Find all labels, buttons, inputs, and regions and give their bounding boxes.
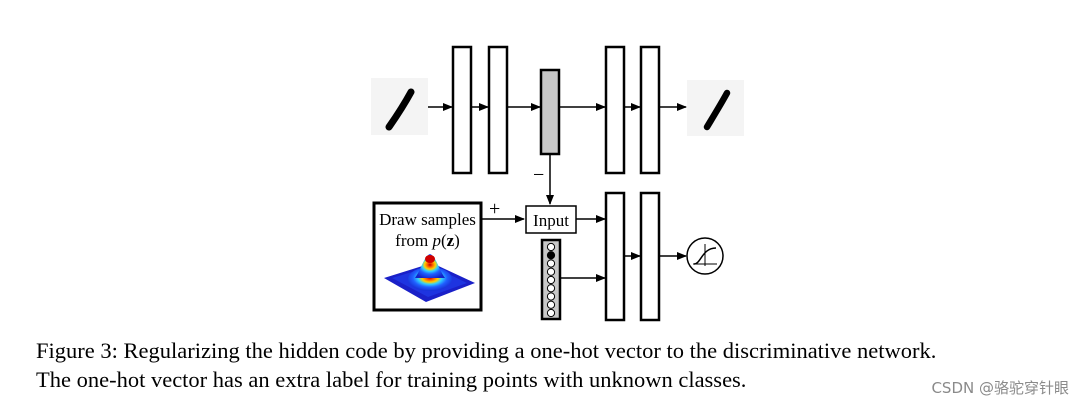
- plus-sign: +: [489, 198, 500, 220]
- decoder-layer-1: [604, 45, 626, 175]
- one-hot-cell: [546, 259, 556, 268]
- sigmoid-icon: [686, 237, 724, 275]
- encoder-layer-1: [451, 45, 473, 175]
- minus-sign: −: [533, 164, 544, 186]
- caption-line-1: Figure 3: Regularizing the hidden code b…: [36, 338, 937, 363]
- one-hot-cell: [546, 292, 556, 301]
- input-digit-image: [371, 78, 428, 135]
- discriminator-layer-2: [639, 191, 661, 322]
- prior-box-line1: Draw samples: [379, 210, 476, 229]
- one-hot-cell: [546, 300, 556, 309]
- one-hot-cell: [546, 267, 556, 276]
- decoder-layer-2: [639, 45, 661, 175]
- prior-box-line2: from p(z): [395, 231, 460, 250]
- one-hot-vector: [540, 238, 562, 321]
- one-hot-cell: [546, 275, 556, 285]
- output-digit-image: [687, 80, 744, 136]
- watermark: CSDN @骆驼穿针眼: [931, 379, 1069, 397]
- gaussian-surface-plot: [384, 254, 475, 302]
- encoder-layer-2: [487, 45, 509, 175]
- one-hot-cell: [546, 308, 556, 318]
- hidden-code-layer: [539, 68, 561, 156]
- figure-caption: Figure 3: Regularizing the hidden code b…: [36, 336, 1081, 394]
- one-hot-cell: [546, 284, 556, 293]
- one-hot-cell: [546, 242, 556, 252]
- prior-sampler-box: Draw samples from p(z): [372, 201, 483, 312]
- one-hot-active-cell: [546, 251, 556, 260]
- caption-line-2: The one-hot vector has an extra label fo…: [36, 367, 747, 392]
- discriminator-layer-1: [604, 191, 626, 322]
- input-label: Input: [533, 211, 569, 230]
